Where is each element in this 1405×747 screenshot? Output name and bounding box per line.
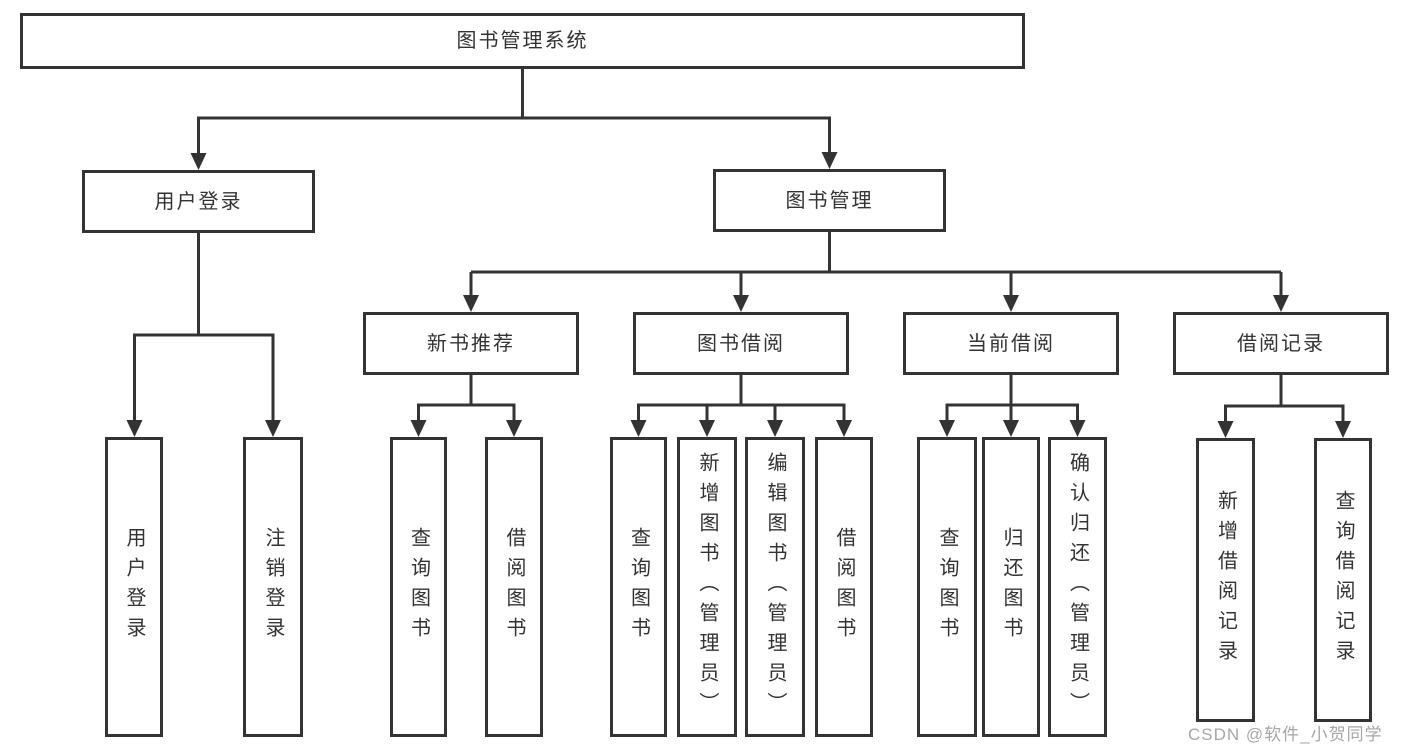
node-label: 注销登录	[262, 527, 284, 647]
leaf-add-borrow-record: 新增借阅记录	[1196, 438, 1255, 722]
node-label: 新书推荐	[427, 332, 515, 355]
node-book-borrowing: 图书借阅	[633, 312, 849, 375]
connector-root-to-level1	[197, 69, 831, 154]
node-label: 新增图书（管理员）	[696, 452, 718, 722]
node-label: 图书管理	[785, 189, 874, 212]
leaf-confirm-return-admin: 确认归还（管理员）	[1048, 437, 1107, 737]
leaf-query-books-recommend: 查询图书	[390, 437, 447, 737]
arrowheads-new-book-children	[410, 420, 522, 437]
leaf-logout: 注销登录	[243, 437, 303, 737]
leaf-query-borrow-record: 查询借阅记录	[1314, 438, 1372, 722]
connector-borrow-records-children	[1224, 375, 1345, 423]
node-label: 确认归还（管理员）	[1066, 452, 1089, 722]
node-label: 借阅图书	[833, 527, 855, 647]
csdn-watermark: CSDN @软件_小贺同学	[1188, 725, 1383, 744]
connector-user-login-children	[133, 233, 275, 421]
leaf-borrow-books: 借阅图书	[815, 437, 873, 737]
node-label: 图书管理系统	[456, 30, 589, 52]
connector-book-management-children	[469, 232, 1283, 297]
connector-current-borrow-children	[945, 375, 1079, 422]
leaf-user-login: 用户登录	[105, 437, 163, 737]
arrowheads-root-to-level1	[190, 152, 838, 170]
node-label: 查询图书	[936, 527, 958, 647]
connector-book-borrow-children	[637, 375, 846, 422]
node-current-borrowing: 当前借阅	[903, 312, 1119, 375]
node-label: 编辑图书（管理员）	[764, 452, 786, 722]
arrowheads-borrow-records-children	[1217, 421, 1351, 438]
node-label: 用户登录	[123, 527, 145, 647]
arrowheads-user-login-children	[126, 420, 281, 437]
leaf-add-book-admin: 新增图书（管理员）	[677, 437, 737, 737]
leaf-borrow-books-recommend: 借阅图书	[485, 437, 543, 737]
leaf-edit-book-admin: 编辑图书（管理员）	[745, 437, 805, 737]
arrowheads-book-management-children	[463, 295, 1289, 312]
node-library-management-system: 图书管理系统	[20, 13, 1025, 69]
node-label: 用户登录	[154, 190, 243, 213]
node-label: 图书借阅	[697, 332, 785, 355]
node-borrowing-records: 借阅记录	[1173, 312, 1389, 375]
node-label: 查询图书	[407, 527, 430, 647]
node-label: 查询图书	[627, 527, 650, 647]
node-book-management: 图书管理	[713, 169, 946, 232]
leaf-query-books-current: 查询图书	[917, 437, 977, 737]
arrowheads-book-borrow-children	[630, 420, 852, 437]
arrowheads-current-borrow-children	[939, 420, 1086, 437]
node-user-login-branch: 用户登录	[82, 170, 315, 233]
leaf-query-books-borrow: 查询图书	[610, 437, 667, 737]
node-label: 新增借阅记录	[1214, 490, 1237, 670]
node-new-book-recommend: 新书推荐	[363, 312, 579, 375]
leaf-return-books: 归还图书	[982, 437, 1040, 737]
connector-new-book-children	[417, 375, 516, 422]
node-label: 查询借阅记录	[1332, 490, 1354, 670]
node-label: 当前借阅	[967, 332, 1055, 355]
node-label: 借阅图书	[503, 527, 525, 647]
node-label: 借阅记录	[1237, 332, 1325, 355]
node-label: 归还图书	[1000, 527, 1022, 647]
